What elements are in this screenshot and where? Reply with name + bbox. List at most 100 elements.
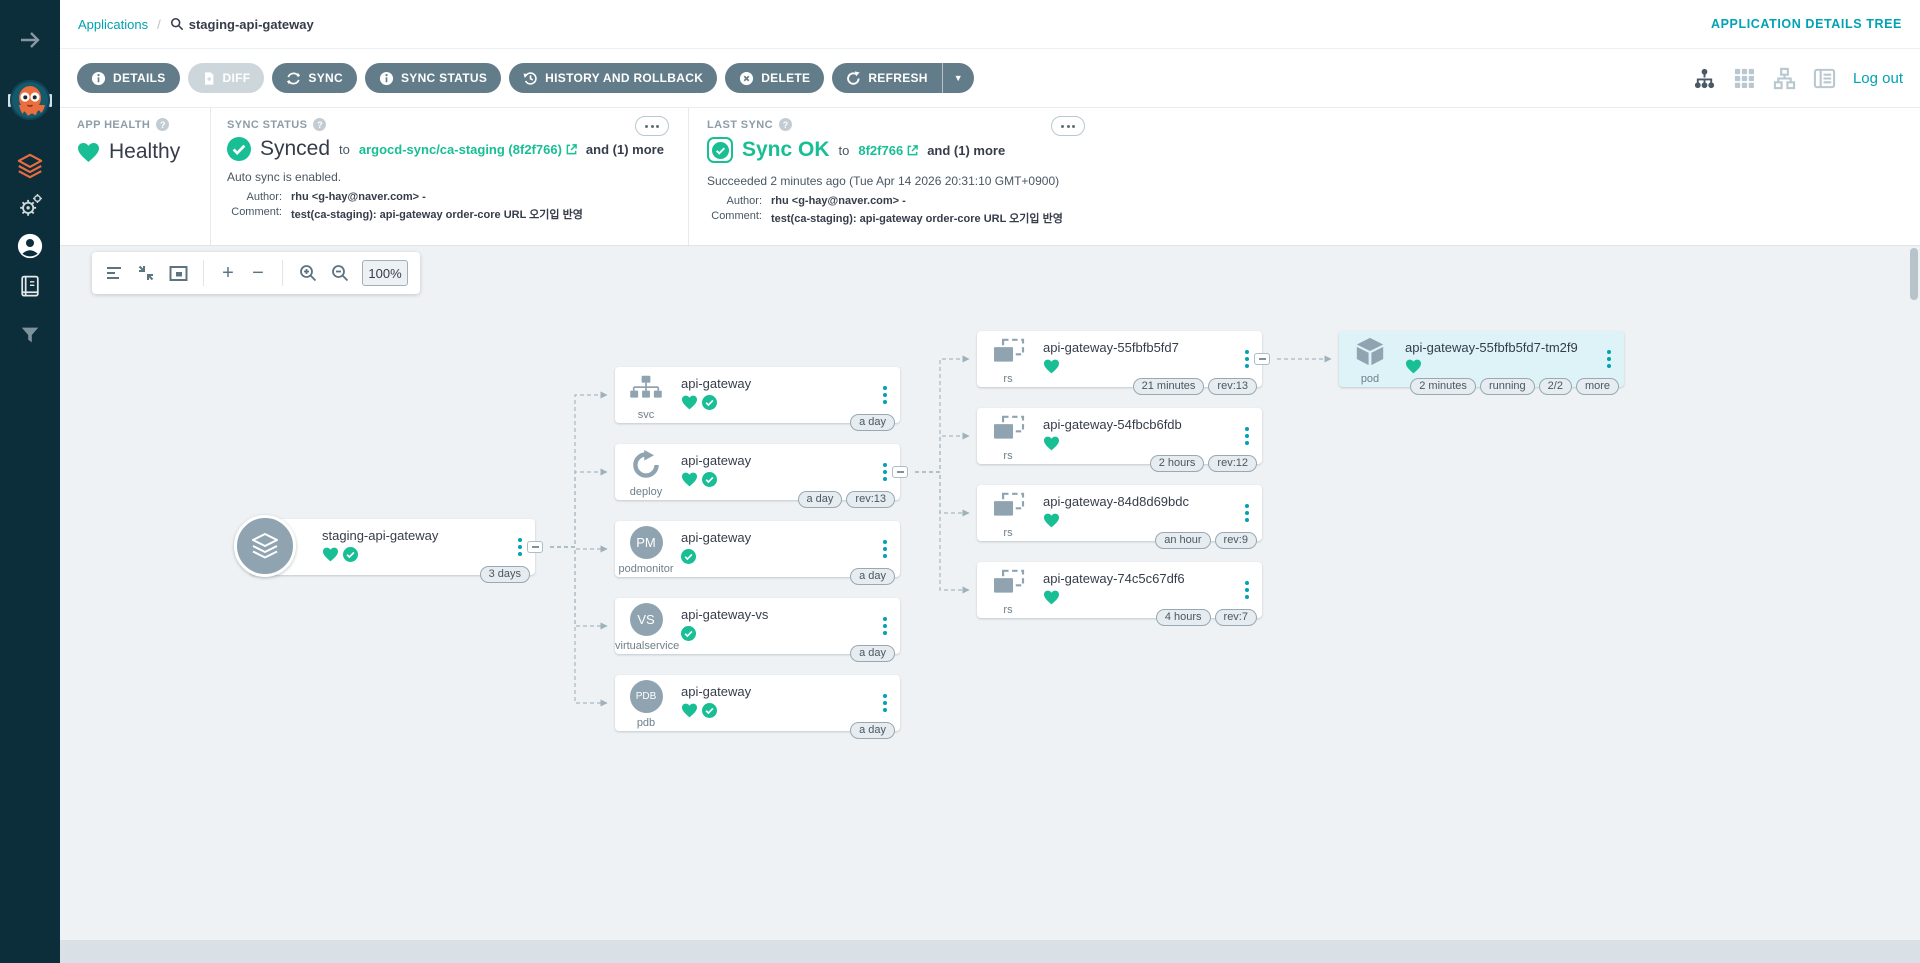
- sidebar-item-docs[interactable]: [0, 274, 60, 300]
- sync-more-revisions[interactable]: and (1) more: [585, 141, 664, 157]
- delete-button[interactable]: DELETE: [725, 63, 825, 93]
- fit-to-screen-icon[interactable]: [168, 263, 188, 283]
- sync-revision-link[interactable]: argocd-sync/ca-staging (8f2f766): [359, 142, 577, 157]
- resource-title: api-gateway: [681, 530, 752, 545]
- graph-edge: [915, 432, 970, 473]
- node-menu-button[interactable]: [1603, 346, 1615, 372]
- last-sync-more-revisions[interactable]: and (1) more: [927, 142, 1006, 158]
- horizontal-scroll-track[interactable]: [60, 940, 1920, 963]
- search-icon: [170, 17, 183, 31]
- zoom-percent-input[interactable]: [362, 260, 408, 286]
- virtualservice-icon: VS: [615, 601, 677, 637]
- auto-sync-note: Auto sync is enabled.: [227, 170, 342, 184]
- refresh-options-caret[interactable]: ▼: [941, 63, 974, 93]
- node-menu-button[interactable]: [1241, 423, 1253, 449]
- tree-view-icon[interactable]: [1693, 67, 1716, 90]
- details-button[interactable]: DETAILS: [77, 63, 180, 93]
- collapse-handle[interactable]: [527, 541, 543, 553]
- breadcrumb-applications-link[interactable]: Applications: [78, 16, 149, 32]
- health-heart-icon: [323, 547, 338, 562]
- network-view-icon[interactable]: [1773, 67, 1796, 90]
- node-menu-button[interactable]: [1241, 577, 1253, 603]
- collapse-handle[interactable]: [1254, 353, 1270, 365]
- node-badge: 3 days: [479, 566, 530, 583]
- resource-kind-label: virtualservice: [615, 640, 680, 652]
- sync-status-button[interactable]: SYNC STATUS: [364, 63, 502, 93]
- list-view-icon[interactable]: [1813, 67, 1836, 90]
- sync-status-more-button[interactable]: [635, 116, 669, 136]
- help-icon[interactable]: ?: [313, 118, 327, 131]
- node-menu-button[interactable]: [879, 690, 891, 716]
- history-rollback-button[interactable]: HISTORY AND ROLLBACK: [509, 63, 718, 93]
- deploy-icon: [615, 447, 677, 483]
- sidebar: [0, 0, 60, 963]
- node-badge: 2 hours: [1149, 455, 1205, 472]
- last-sync-more-button[interactable]: [1051, 116, 1085, 136]
- sync-button-label: SYNC: [308, 71, 343, 85]
- resource-status-icons: [1043, 590, 1060, 605]
- app-health-value: Healthy: [109, 140, 181, 163]
- sidebar-item-applications[interactable]: [0, 152, 60, 180]
- sync-button[interactable]: SYNC: [272, 63, 357, 93]
- node-menu-button[interactable]: [514, 534, 526, 560]
- sidebar-item-settings[interactable]: [0, 192, 60, 220]
- vertical-scrollbar[interactable]: [1910, 248, 1918, 935]
- resource-status-icons: [1043, 359, 1060, 374]
- resource-title: api-gateway: [681, 453, 752, 468]
- magnifier-zoom-in-icon[interactable]: [298, 263, 318, 283]
- last-sync-revision-link[interactable]: 8f2f766: [858, 143, 919, 158]
- help-icon[interactable]: ?: [156, 118, 170, 131]
- refresh-button[interactable]: REFRESH: [832, 63, 942, 93]
- node-badge: rev:7: [1214, 609, 1257, 626]
- sidebar-expand-arrow-icon[interactable]: [0, 28, 60, 52]
- zoom-out-minus-button[interactable]: −: [252, 262, 264, 284]
- node-menu-button[interactable]: [1241, 500, 1253, 526]
- delete-x-icon: [740, 71, 754, 85]
- node-menu-button[interactable]: [879, 459, 891, 485]
- rs-icon: [977, 334, 1039, 370]
- magnifier-zoom-out-icon[interactable]: [330, 263, 350, 283]
- to-word: to: [838, 142, 850, 158]
- refresh-button-label: REFRESH: [868, 71, 928, 85]
- relayout-icon[interactable]: [104, 263, 124, 283]
- logout-button[interactable]: Log out: [1852, 69, 1903, 87]
- node-menu-button[interactable]: [1241, 346, 1253, 372]
- diff-button[interactable]: DIFF: [187, 63, 265, 93]
- collapse-handle[interactable]: [892, 466, 908, 478]
- synced-check-icon: [681, 549, 696, 564]
- resource-title: api-gateway: [681, 684, 752, 699]
- node-badge: 2/2: [1538, 378, 1572, 395]
- compress-icon[interactable]: [136, 263, 156, 283]
- help-icon[interactable]: ?: [778, 118, 792, 131]
- grid-view-icon[interactable]: [1733, 67, 1756, 90]
- node-badge: a day: [850, 722, 895, 739]
- rs-icon: [977, 565, 1039, 601]
- node-menu-button[interactable]: [879, 613, 891, 639]
- zoom-in-plus-button[interactable]: +: [222, 262, 234, 284]
- refresh-icon: [847, 70, 861, 85]
- node-badge: rev:12: [1208, 455, 1257, 472]
- scrollbar-thumb[interactable]: [1910, 248, 1918, 300]
- resource-status-icons: [322, 547, 358, 562]
- filter-funnel-icon: [21, 327, 39, 343]
- sidebar-item-user[interactable]: [0, 232, 60, 260]
- sidebar-item-filter[interactable]: [0, 324, 60, 346]
- resource-kind-label: rs: [1003, 527, 1013, 539]
- node-menu-button[interactable]: [879, 536, 891, 562]
- comment-label: Comment:: [711, 210, 762, 222]
- applications-layers-icon: [17, 153, 43, 179]
- node-menu-button[interactable]: [879, 382, 891, 408]
- sync-status-value: Synced: [260, 137, 331, 160]
